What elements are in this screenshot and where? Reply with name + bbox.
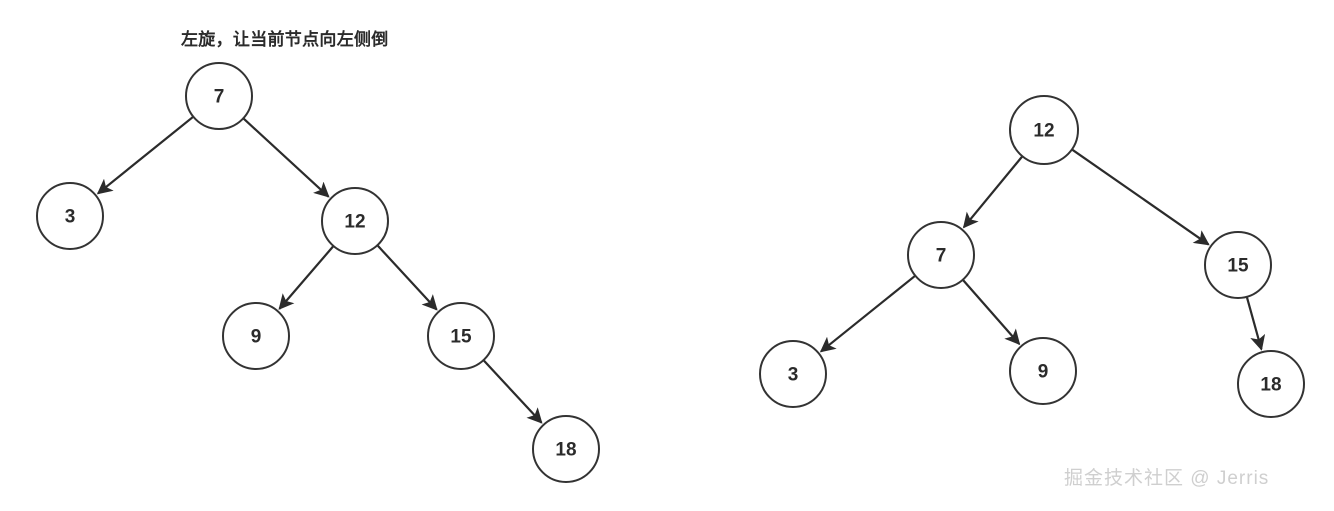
node-label-18: 18 — [1260, 375, 1281, 396]
node-circle-12 — [321, 187, 389, 255]
tree-edge-12-to-9 — [278, 245, 335, 310]
node-label-15: 15 — [450, 327, 472, 348]
node-circle-12 — [1009, 95, 1079, 165]
node-circle-7 — [907, 221, 975, 289]
tree-node-tree-after-7[interactable]: 7 — [907, 221, 975, 289]
tree-edge-12-to-7 — [962, 155, 1024, 229]
node-circle-15 — [1204, 231, 1272, 299]
tree-edge-7-to-12 — [242, 117, 330, 198]
node-circle-3 — [759, 340, 827, 408]
edges-layer — [96, 115, 1266, 424]
tree-node-tree-after-18[interactable]: 18 — [1237, 350, 1305, 418]
tree-edge-7-to-3 — [819, 274, 916, 353]
node-circle-15 — [427, 302, 495, 370]
node-circle-9 — [222, 302, 290, 370]
watermark-label: 掘金技术社区 @ Jerris — [1064, 468, 1270, 489]
tree-node-tree-before-7[interactable]: 7 — [185, 62, 253, 130]
node-label-7: 7 — [936, 246, 947, 267]
node-label-15: 15 — [1227, 256, 1249, 277]
node-circle-9 — [1009, 337, 1077, 405]
tree-node-tree-before-18[interactable]: 18 — [532, 415, 600, 483]
node-label-12: 12 — [1033, 121, 1054, 142]
node-label-18: 18 — [555, 440, 576, 461]
diagram-caption: 左旋，让当前节点向左侧倒 — [181, 30, 389, 49]
tree-node-tree-after-12[interactable]: 12 — [1009, 95, 1079, 165]
tree-node-tree-before-15[interactable]: 15 — [427, 302, 495, 370]
tree-edge-7-to-9 — [961, 279, 1021, 346]
tree-node-tree-before-9[interactable]: 9 — [222, 302, 290, 370]
node-circle-7 — [185, 62, 253, 130]
node-label-9: 9 — [251, 327, 262, 348]
node-label-3: 3 — [788, 365, 799, 386]
node-circle-3 — [36, 182, 104, 250]
node-label-12: 12 — [344, 212, 365, 233]
node-label-9: 9 — [1038, 362, 1049, 383]
tree-edge-12-to-15 — [1071, 148, 1210, 246]
tree-node-tree-before-12[interactable]: 12 — [321, 187, 389, 255]
node-label-7: 7 — [214, 87, 225, 108]
tree-edge-15-to-18 — [482, 359, 543, 424]
tree-node-tree-after-9[interactable]: 9 — [1009, 337, 1077, 405]
nodes-layer: 7 3 12 9 15 18 12 7 15 3 9 18 — [36, 62, 1305, 483]
node-circle-18 — [532, 415, 600, 483]
tree-node-tree-before-3[interactable]: 3 — [36, 182, 104, 250]
tree-edge-7-to-3 — [96, 115, 194, 195]
tree-node-tree-after-3[interactable]: 3 — [759, 340, 827, 408]
tree-edge-15-to-18 — [1245, 296, 1266, 351]
node-label-3: 3 — [65, 207, 76, 228]
node-circle-18 — [1237, 350, 1305, 418]
tree-edge-12-to-15 — [376, 244, 438, 311]
tree-node-tree-after-15[interactable]: 15 — [1204, 231, 1272, 299]
